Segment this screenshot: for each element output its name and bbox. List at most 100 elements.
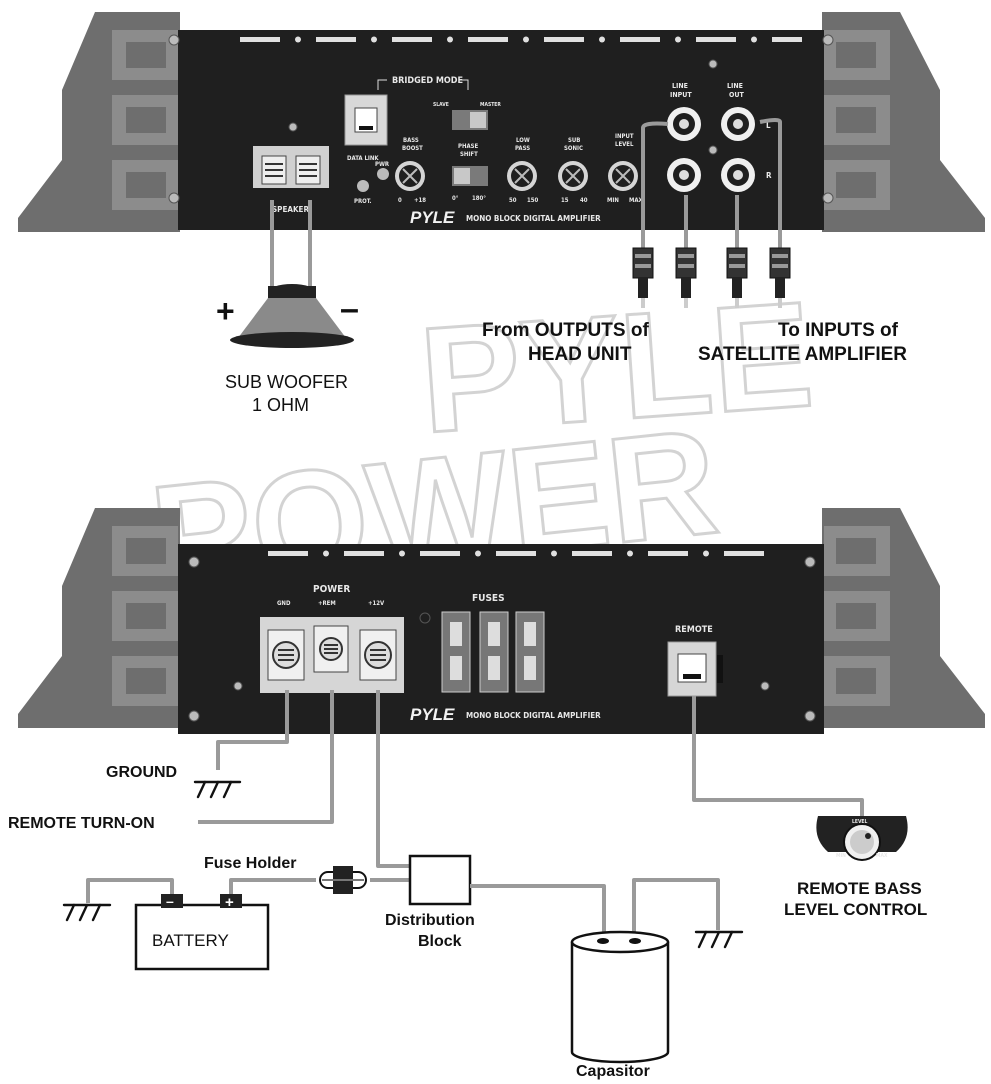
- battery-positive-wire: [229, 878, 316, 897]
- low-scale-min: 50: [509, 197, 517, 204]
- subwoofer-minus-label: –: [340, 290, 359, 328]
- input-scale-max: MAX: [629, 197, 644, 204]
- remote-bass-knob-icon: [816, 816, 908, 861]
- line-out-label-2: OUT: [729, 91, 744, 99]
- rem-label: +REM: [318, 600, 336, 607]
- model-label-top: MONO BLOCK DIGITAL AMPLIFIER: [466, 214, 601, 223]
- subwoofer-icon: [230, 284, 354, 348]
- knob-level-label: LEVEL: [852, 819, 867, 825]
- power-label: POWER: [313, 584, 350, 595]
- bass-scale-max: +18: [414, 197, 426, 204]
- phase-scale-min: 0°: [452, 195, 459, 202]
- screws-bottom: [188, 556, 816, 722]
- fuse-holder-icon: [319, 866, 367, 894]
- capacitor-label: Capasitor: [576, 1063, 650, 1080]
- slave-label: SLAVE: [433, 102, 449, 108]
- fuses-label: FUSES: [472, 593, 505, 604]
- ground-wire: [216, 690, 289, 770]
- distribution-block-label-2: Block: [418, 933, 462, 950]
- battery-negative-wire: [86, 878, 174, 903]
- fuse-holder-label: Fuse Holder: [204, 855, 296, 872]
- sub-scale-min: 15: [561, 197, 569, 204]
- rca-jack-line-in-r[interactable]: [667, 158, 701, 192]
- input-level-label-1: INPUT: [615, 133, 634, 140]
- channel-l-label: L: [766, 121, 771, 130]
- line-input-label-1: LINE: [672, 82, 688, 90]
- prot-led: [357, 180, 369, 192]
- heatsink-right-bottom: [822, 508, 985, 728]
- low-pass-label-2: PASS: [515, 145, 530, 152]
- battery-icon: [134, 894, 270, 971]
- sub-scale-max: 40: [580, 197, 588, 204]
- fuses[interactable]: [441, 611, 545, 693]
- speaker-label: SPEAKER: [272, 205, 309, 214]
- bass-scale-min: 0: [398, 197, 402, 204]
- dash-strip-bottom: [268, 550, 764, 557]
- from-outputs-label-2: HEAD UNIT: [528, 344, 632, 365]
- rca-jack-line-in-l[interactable]: [667, 107, 701, 141]
- bass-boost-knob[interactable]: [395, 161, 425, 191]
- heatsink-right-top: [822, 12, 985, 232]
- capacitor-icon: [570, 930, 670, 1064]
- low-scale-max: 150: [527, 197, 539, 204]
- brand-logo-bottom: PYLE: [410, 705, 455, 724]
- remote-bass-label-1: REMOTE BASS: [797, 879, 922, 898]
- ground-symbol-battery: [62, 903, 112, 922]
- pwr-led: [377, 168, 389, 180]
- battery-positive-label: +: [225, 894, 234, 911]
- sub-sonic-label-2: SONIC: [564, 145, 583, 152]
- capacitor-positive-wire: [470, 884, 606, 938]
- knob-max-label: MAX: [876, 853, 888, 859]
- ground-symbol-amp: [193, 780, 242, 799]
- input-level-label-2: LEVEL: [615, 141, 634, 148]
- heatsink-left-bottom: [18, 508, 180, 728]
- subwoofer-plus-label: +: [216, 293, 235, 329]
- brand-logo-top: PYLE: [410, 208, 455, 227]
- rca-jack-line-out-r[interactable]: [721, 158, 755, 192]
- to-inputs-label-1: To INPUTS of: [778, 320, 899, 341]
- distribution-block-icon: [408, 854, 472, 906]
- ground-symbol-capacitor: [694, 930, 744, 949]
- bass-boost-label-2: BOOST: [402, 145, 423, 152]
- phase-scale-max: 180°: [472, 195, 486, 202]
- capacitor-negative-wire: [632, 878, 720, 938]
- watermark-top: PYLE: [415, 269, 818, 464]
- rca-cables: [632, 118, 791, 308]
- remote-turn-on-label: REMOTE TURN-ON: [8, 815, 155, 832]
- dash-strip-top: [240, 36, 802, 43]
- power-terminal-block[interactable]: [260, 617, 404, 693]
- phase-shift-label-1: PHASE: [458, 143, 479, 150]
- gnd-label: GND: [277, 600, 291, 607]
- sub-sonic-knob[interactable]: [558, 161, 588, 191]
- rca-jack-line-out-l[interactable]: [721, 107, 755, 141]
- data-link-label: DATA LINK: [347, 155, 379, 162]
- input-scale-min: MIN: [607, 197, 619, 204]
- pwr-label: PWR: [375, 161, 390, 168]
- model-label-bottom: MONO BLOCK DIGITAL AMPLIFIER: [466, 711, 601, 720]
- subwoofer-label-1: SUB WOOFER: [225, 372, 348, 392]
- remote-port-icon[interactable]: [667, 641, 723, 697]
- line-input-label-2: INPUT: [670, 91, 692, 99]
- bridged-mode-label: BRIDGED MODE: [392, 76, 463, 86]
- remote-turn-on-wire: [198, 690, 334, 824]
- prot-label: PROT.: [354, 198, 372, 205]
- master-label: MASTER: [480, 102, 501, 108]
- low-pass-knob[interactable]: [507, 161, 537, 191]
- battery-negative-label: –: [166, 893, 174, 909]
- heatsink-left-top: [18, 12, 180, 232]
- ground-label: GROUND: [106, 764, 177, 781]
- screws-top: [168, 34, 834, 204]
- sub-sonic-label-1: SUB: [568, 137, 580, 144]
- to-inputs-label-2: SATELLITE AMPLIFIER: [698, 344, 907, 365]
- top-amplifier: BRIDGED MODE DATA LINK SLAVE MASTER PWR …: [18, 12, 985, 232]
- v12-label: +12V: [368, 600, 385, 607]
- from-outputs-label-1: From OUTPUTS of: [482, 320, 649, 341]
- knob-min-label: MIN: [836, 853, 846, 859]
- battery-label: BATTERY: [152, 931, 229, 950]
- distribution-block-label-1: Distribution: [385, 912, 475, 929]
- input-level-knob[interactable]: [608, 161, 638, 191]
- phase-shift-label-2: SHIFT: [460, 151, 478, 158]
- low-pass-label-1: LOW: [516, 137, 530, 144]
- speaker-terminal[interactable]: [253, 146, 329, 188]
